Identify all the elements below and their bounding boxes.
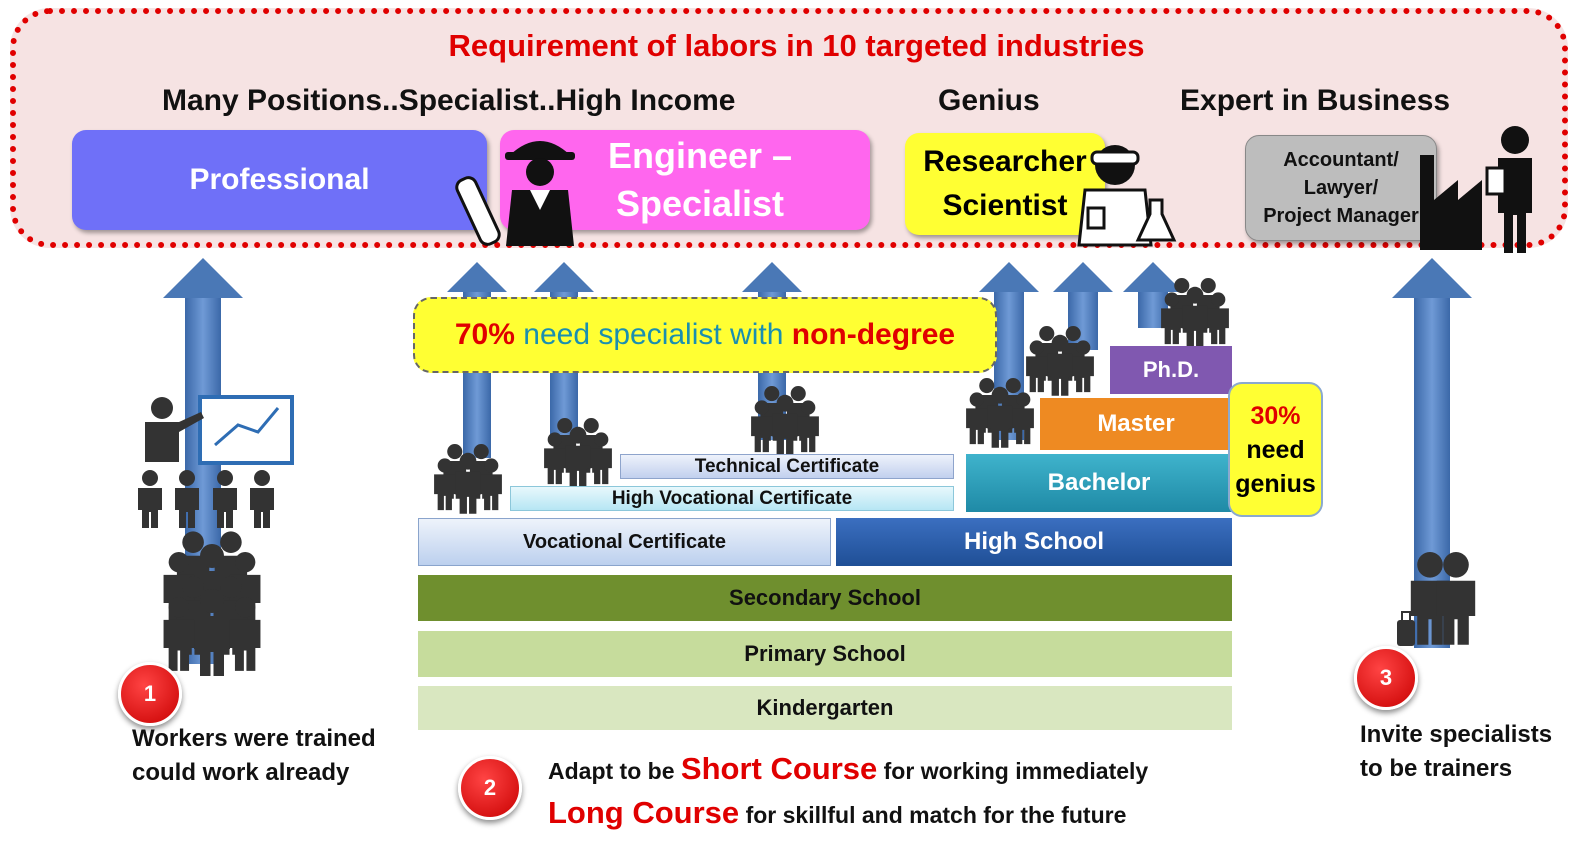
bar-master: Master (1040, 398, 1232, 450)
bar-secondary: Secondary School (418, 575, 1232, 621)
step1-number: 1 (143, 681, 157, 706)
researcher-label-line2: Scientist (942, 189, 1068, 222)
vocational-label: Vocational Certificate (522, 530, 727, 553)
positions-heading: Many Positions..Specialist..High Income (162, 84, 736, 117)
step2-long-course: Long Course (548, 795, 740, 830)
bar-kindergarten: Kindergarten (418, 686, 1232, 730)
step2-line2: Long Course for skillful and match for t… (548, 796, 1126, 832)
researcher-box: Researcher Scientist (905, 133, 1105, 235)
non-degree-callout: 70% need specialist with non-degree (413, 297, 997, 373)
primary-label: Primary School (744, 641, 906, 666)
kindergarten-label: Kindergarten (756, 695, 894, 720)
genius-callout: 30% need genius (1228, 382, 1323, 517)
bar-phd: Ph.D. (1110, 346, 1232, 394)
secondary-label: Secondary School (729, 585, 921, 610)
step3-line1: Invite specialists (1360, 721, 1553, 748)
professional-box: Professional (72, 130, 487, 230)
professional-label: Professional (189, 163, 370, 196)
people-group-vocational (434, 444, 502, 514)
need-text: need (1246, 435, 1305, 464)
bar-technical: Technical Certificate (620, 454, 954, 479)
step1-caption: Workers were trained could work already (132, 722, 376, 790)
travelers-icon (1397, 552, 1476, 646)
technical-label: Technical Certificate (694, 455, 880, 477)
accountant-box: Accountant/ Lawyer/ Project Manager (1245, 135, 1437, 241)
engineer-label-line1: Engineer – (607, 135, 793, 176)
presenter-icon (138, 395, 294, 528)
bar-bachelor: Bachelor (966, 454, 1232, 512)
bar-primary: Primary School (418, 631, 1232, 677)
master-label: Master (1097, 410, 1175, 437)
step2-short-rest: for working immediately (883, 758, 1149, 784)
step2-long-rest: for skillful and match for the future (745, 802, 1127, 828)
non-degree-text: non-degree (791, 318, 956, 351)
accountant-label-line2: Lawyer/ (1303, 177, 1379, 199)
scientist-icon (1077, 145, 1177, 247)
business-icon (1420, 126, 1532, 253)
engineer-label-line2: Specialist (615, 183, 785, 224)
step3-badge: 3 (1354, 646, 1418, 710)
phd-label: Ph.D. (1142, 357, 1200, 382)
step3-line2: to be trainers (1360, 755, 1513, 782)
genius-text: genius (1235, 469, 1316, 498)
expert-heading: Expert in Business (1180, 84, 1451, 117)
bar-high-vocational: High Vocational Certificate (510, 486, 954, 511)
banner-title: Requirement of labors in 10 targeted ind… (448, 28, 1145, 63)
high-vocational-label: High Vocational Certificate (611, 487, 853, 509)
step2-number: 2 (483, 775, 497, 800)
step3-caption: Invite specialists to be trainers (1360, 718, 1552, 786)
step2-badge: 2 (458, 756, 522, 820)
step2-line1: Adapt to be Short Course for working imm… (548, 752, 1148, 788)
high-school-label: High School (964, 528, 1104, 555)
bachelor-label: Bachelor (1047, 469, 1151, 496)
accountant-label-line3: Project Manager (1263, 205, 1419, 227)
need-specialist-text: need specialist with (523, 318, 784, 351)
researcher-label-line1: Researcher (923, 145, 1087, 178)
bar-high-school: High School (836, 518, 1232, 566)
genius-heading: Genius (938, 84, 1040, 117)
step2-short-course: Short Course (680, 751, 878, 786)
step1-badge: 1 (118, 662, 182, 726)
pct30-text: 30% (1250, 401, 1301, 430)
bar-vocational: Vocational Certificate (418, 518, 831, 566)
step2-adapt: Adapt to be (548, 758, 675, 784)
step3-number: 3 (1379, 665, 1393, 690)
step1-line2: could work already (132, 759, 350, 786)
arrow-master (1053, 262, 1113, 350)
engineer-icon (455, 141, 575, 246)
step1-line1: Workers were trained (132, 725, 376, 752)
accountant-label-line1: Accountant/ (1283, 149, 1399, 171)
pct70-text: 70% (454, 318, 515, 351)
